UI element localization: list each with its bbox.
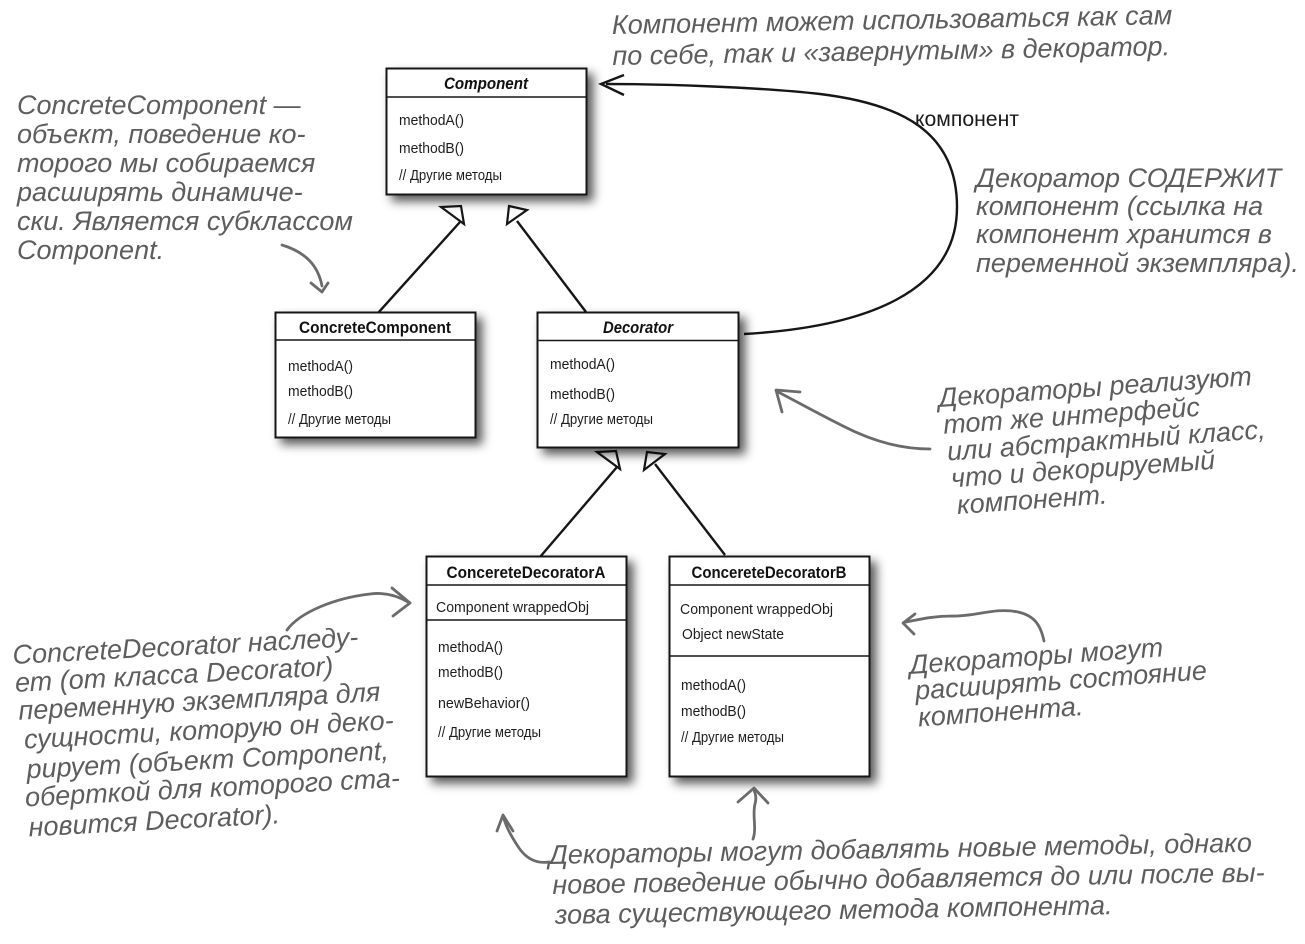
svg-text:ConcreteComponent: ConcreteComponent: [299, 318, 451, 337]
svg-text:// Другие методы: // Другие методы: [550, 411, 653, 428]
svg-text:Component: Component: [444, 74, 529, 93]
svg-text:methodB(): methodB(): [550, 386, 615, 403]
svg-text:переменной экземпляра).: переменной экземпляра).: [976, 248, 1299, 278]
svg-text:Decorator: Decorator: [603, 318, 674, 337]
svg-text:Object newState: Object newState: [682, 626, 784, 643]
svg-text:// Другие методы: // Другие методы: [681, 729, 784, 746]
svg-text:// Другие методы: // Другие методы: [288, 411, 391, 428]
svg-text:компонент: компонент: [915, 108, 1019, 131]
svg-text:ConcereteDecoratorA: ConcereteDecoratorA: [447, 563, 606, 582]
svg-text:Декоратор СОДЕРЖИТ: Декоратор СОДЕРЖИТ: [973, 163, 1284, 193]
svg-text:methodA(): methodA(): [550, 356, 615, 373]
svg-text:ConcereteDecoratorB: ConcereteDecoratorB: [692, 563, 847, 582]
svg-text:methodB(): methodB(): [288, 383, 353, 400]
svg-text:Component wrappedObj: Component wrappedObj: [436, 599, 589, 616]
svg-text:methodA(): methodA(): [438, 639, 503, 656]
svg-text:ConcreteComponent —: ConcreteComponent —: [17, 90, 302, 120]
svg-text:methodA(): methodA(): [288, 358, 353, 375]
svg-text:// Другие методы: // Другие методы: [399, 167, 502, 184]
svg-text:Component.: Component.: [17, 235, 164, 265]
svg-text:объект, поведение ко-: объект, поведение ко-: [17, 119, 306, 149]
svg-text:компонент (ссылка на: компонент (ссылка на: [976, 191, 1263, 221]
svg-text:торого мы собираемся: торого мы собираемся: [17, 148, 315, 178]
svg-text:methodB(): methodB(): [681, 703, 746, 720]
svg-text:methodB(): methodB(): [399, 140, 464, 157]
svg-text:methodA(): methodA(): [399, 112, 464, 129]
svg-text:newBehavior(): newBehavior(): [438, 695, 530, 712]
svg-text:компонент хранится в: компонент хранится в: [976, 219, 1272, 249]
svg-text:methodA(): methodA(): [681, 677, 746, 694]
svg-text:// Другие методы: // Другие методы: [438, 724, 541, 741]
svg-text:methodB(): methodB(): [438, 664, 503, 681]
svg-text:Component wrappedObj: Component wrappedObj: [680, 601, 833, 618]
svg-text:расширять динамиче-: расширять динамиче-: [16, 177, 303, 207]
svg-text:ски. Является субклассом: ски. Является субклассом: [17, 206, 353, 236]
